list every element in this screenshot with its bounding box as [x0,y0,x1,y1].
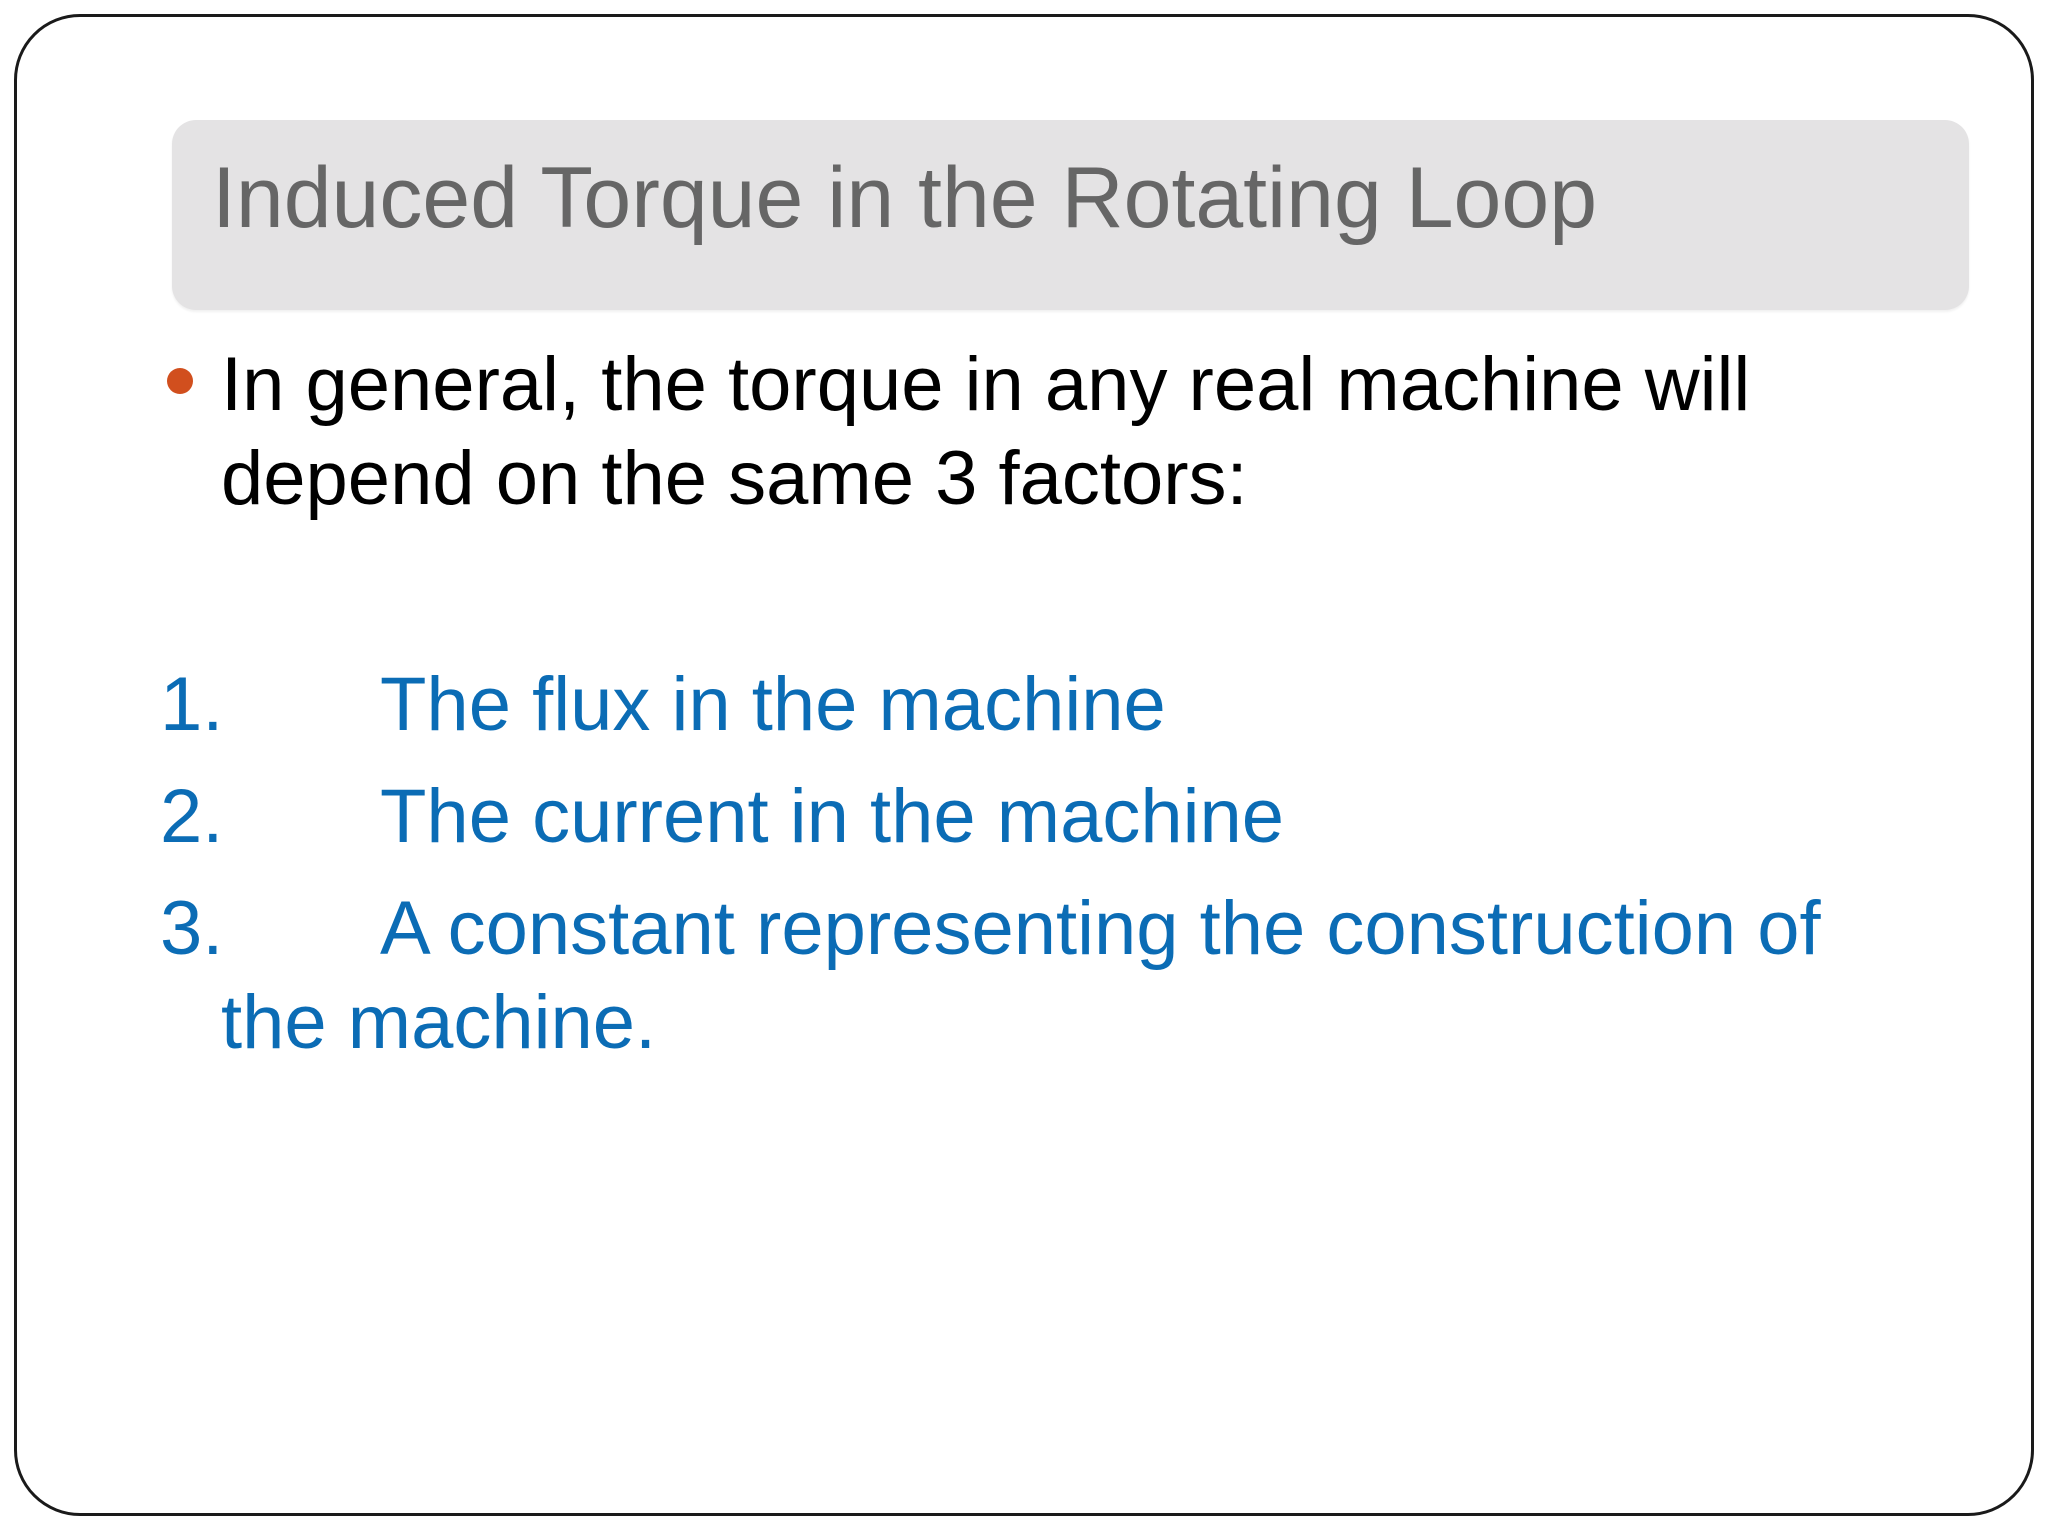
list-item: 1. The flux in the machine [160,658,1960,770]
list-item-text: A constant representing the construction… [380,886,1821,971]
list-item-number: 2. [160,774,224,859]
list-item-number: 1. [160,662,224,747]
slide [14,14,2034,1516]
list-item-text: The flux in the machine [380,662,1166,747]
bullet-dot-icon [167,368,193,394]
list-item: 2. The current in the machine [160,770,1960,882]
list-item-continuation: the machine. [221,980,657,1065]
list-item: 3. A constant representing the construct… [160,882,1960,1065]
list-item-number: 3. [160,886,224,971]
list-item-text: The current in the machine [380,774,1285,859]
numbered-list: 1. The flux in the machine 2. The curren… [160,658,1960,1065]
bullet-text: In general, the torque in any real machi… [221,342,1751,521]
slide-title: Induced Torque in the Rotating Loop [212,150,1598,246]
title-bar [172,120,1969,310]
